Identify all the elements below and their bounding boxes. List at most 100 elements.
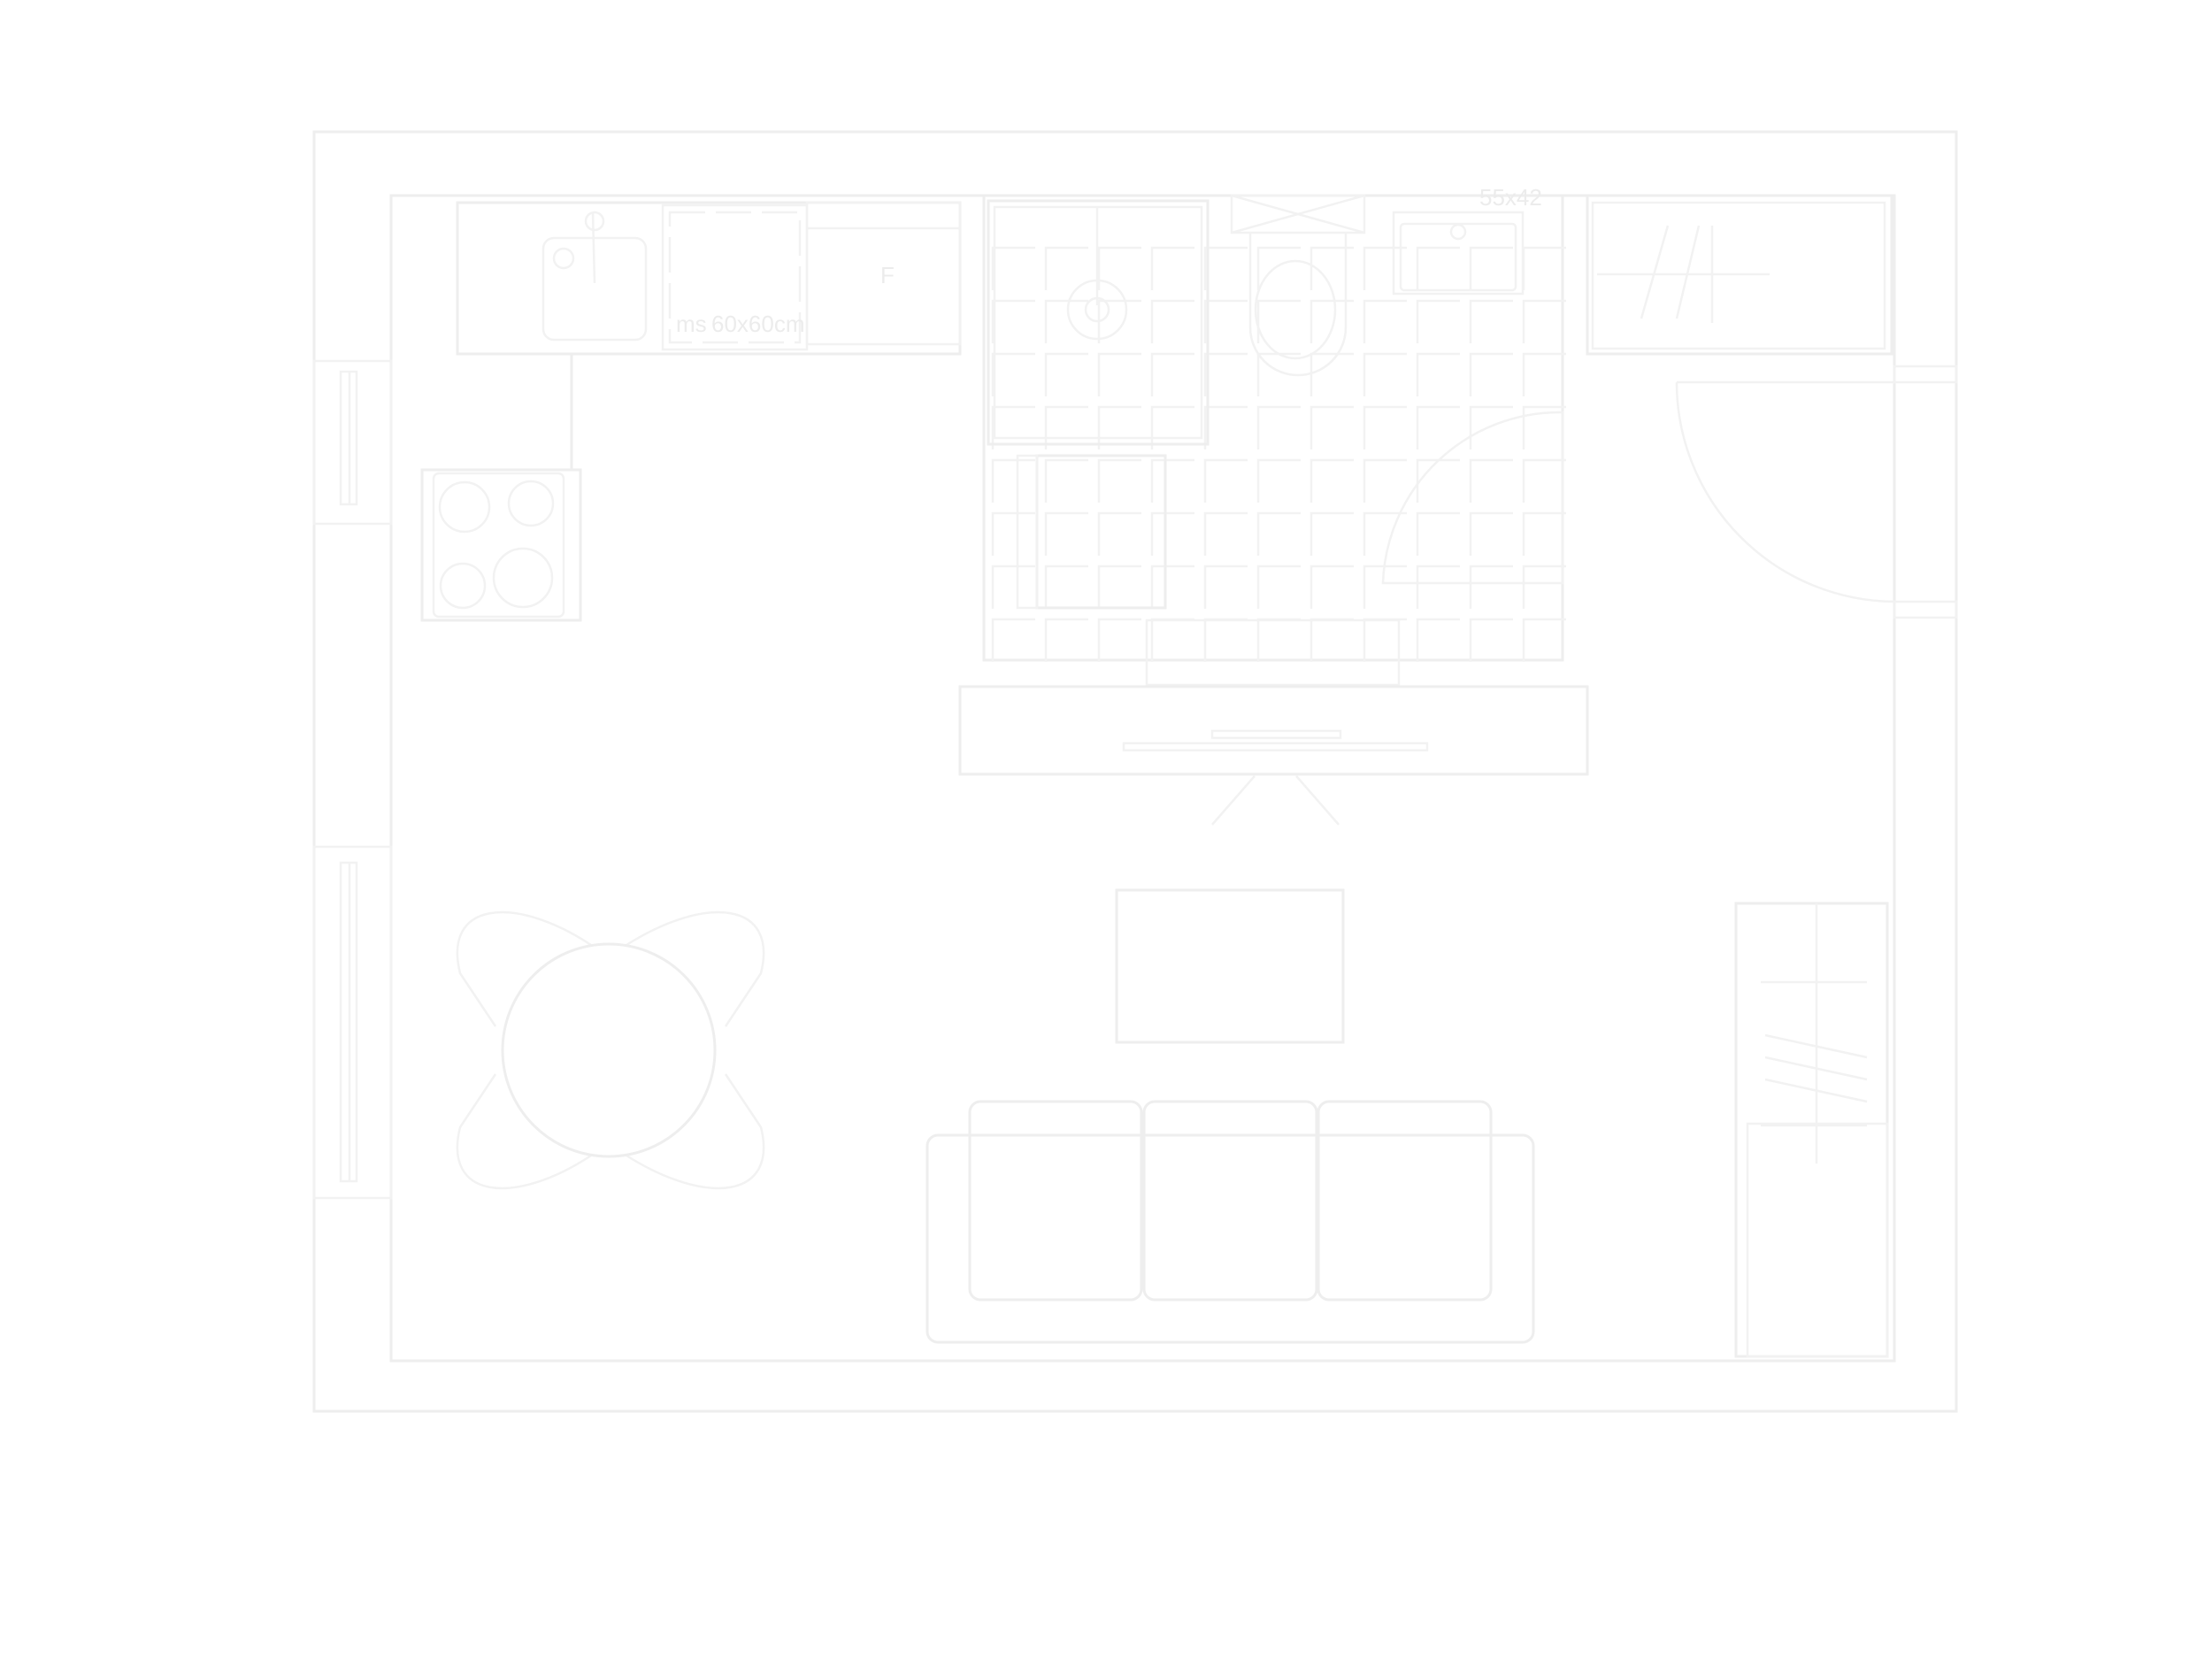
tile — [1203, 511, 1248, 556]
tile — [1044, 618, 1088, 662]
tile — [1150, 352, 1194, 396]
tile — [1097, 511, 1141, 556]
tile — [1150, 246, 1194, 290]
tile — [1097, 299, 1141, 343]
washing-machine — [1035, 454, 1167, 610]
tile — [1203, 565, 1248, 609]
tile — [991, 511, 1035, 556]
closet-top-right — [1586, 194, 1893, 356]
tile — [1310, 618, 1354, 662]
tile — [1363, 618, 1407, 662]
entry-door — [1675, 365, 1958, 619]
dishwasher-label: 60x60cm — [711, 311, 805, 337]
coffee-table — [1115, 888, 1345, 1044]
tile — [1522, 299, 1566, 343]
tile — [1203, 299, 1248, 343]
bathroom-doorway — [1145, 618, 1401, 687]
tile — [1150, 405, 1194, 449]
tile — [1044, 405, 1088, 449]
fridge: F — [805, 201, 962, 346]
tile — [1256, 299, 1301, 343]
kitchen-counter — [456, 201, 962, 470]
tile — [1256, 511, 1301, 556]
tile — [1469, 458, 1513, 503]
tile — [1097, 458, 1141, 503]
tile — [1150, 565, 1194, 609]
tile — [1416, 565, 1460, 609]
tile — [1044, 352, 1088, 396]
tile — [991, 299, 1035, 343]
tile — [1416, 618, 1460, 662]
tile — [1203, 246, 1248, 290]
shower — [987, 199, 1210, 446]
tile — [1256, 565, 1301, 609]
tile — [1416, 299, 1460, 343]
tile — [1469, 405, 1513, 449]
tile — [1522, 352, 1566, 396]
tile — [1363, 458, 1407, 503]
tile — [1522, 618, 1566, 662]
bathroom-door-swing — [1381, 411, 1564, 585]
tile — [991, 246, 1035, 290]
tile — [1469, 246, 1513, 290]
tile — [1310, 511, 1354, 556]
tile — [1469, 299, 1513, 343]
toilet — [1230, 194, 1366, 377]
bathroom: 55x42 — [982, 184, 1566, 687]
tile — [1150, 511, 1194, 556]
tile — [1522, 405, 1566, 449]
walls — [312, 130, 1958, 1413]
outer-wall — [312, 130, 1958, 1413]
tile — [991, 405, 1035, 449]
bathroom-sink: 55x42 — [1392, 184, 1542, 296]
tile — [1203, 618, 1248, 662]
tile — [1044, 511, 1088, 556]
tv — [1122, 741, 1429, 752]
tile — [1150, 618, 1194, 662]
tile — [1310, 405, 1354, 449]
tile — [1203, 458, 1248, 503]
tile — [1363, 352, 1407, 396]
tile — [1044, 299, 1088, 343]
tile — [1310, 458, 1354, 503]
tile — [1044, 246, 1088, 290]
window-top-left — [312, 359, 393, 526]
tile — [991, 618, 1035, 662]
tile — [1097, 246, 1141, 290]
dining-set — [456, 910, 765, 1190]
fridge-label: F — [880, 262, 895, 288]
kitchen-sink — [541, 211, 648, 342]
tile — [1469, 565, 1513, 609]
tile — [1522, 511, 1566, 556]
tile — [1256, 405, 1301, 449]
dishwasher: ms 60x60cm — [661, 204, 809, 351]
bathroom-tiles — [991, 246, 1566, 662]
dining-table — [501, 942, 717, 1158]
tile — [1044, 458, 1088, 503]
tile — [1522, 458, 1566, 503]
dishwasher-brand: ms — [676, 311, 707, 337]
tile — [991, 352, 1035, 396]
tile — [1363, 405, 1407, 449]
tile — [1203, 405, 1248, 449]
tile — [1522, 565, 1566, 609]
tile — [1150, 299, 1194, 343]
tile — [1469, 511, 1513, 556]
tile — [1416, 458, 1460, 503]
sofa — [926, 1100, 1535, 1344]
tile — [1522, 246, 1566, 290]
tile — [1416, 405, 1460, 449]
tile — [1363, 511, 1407, 556]
tile — [1310, 246, 1354, 290]
tile — [1256, 246, 1301, 290]
tile — [1097, 405, 1141, 449]
tile — [1097, 618, 1141, 662]
stove — [420, 468, 582, 622]
tile — [1256, 618, 1301, 662]
tile — [1363, 299, 1407, 343]
tile — [991, 458, 1035, 503]
tile — [991, 565, 1035, 609]
tile — [1097, 352, 1141, 396]
tile — [1310, 299, 1354, 343]
